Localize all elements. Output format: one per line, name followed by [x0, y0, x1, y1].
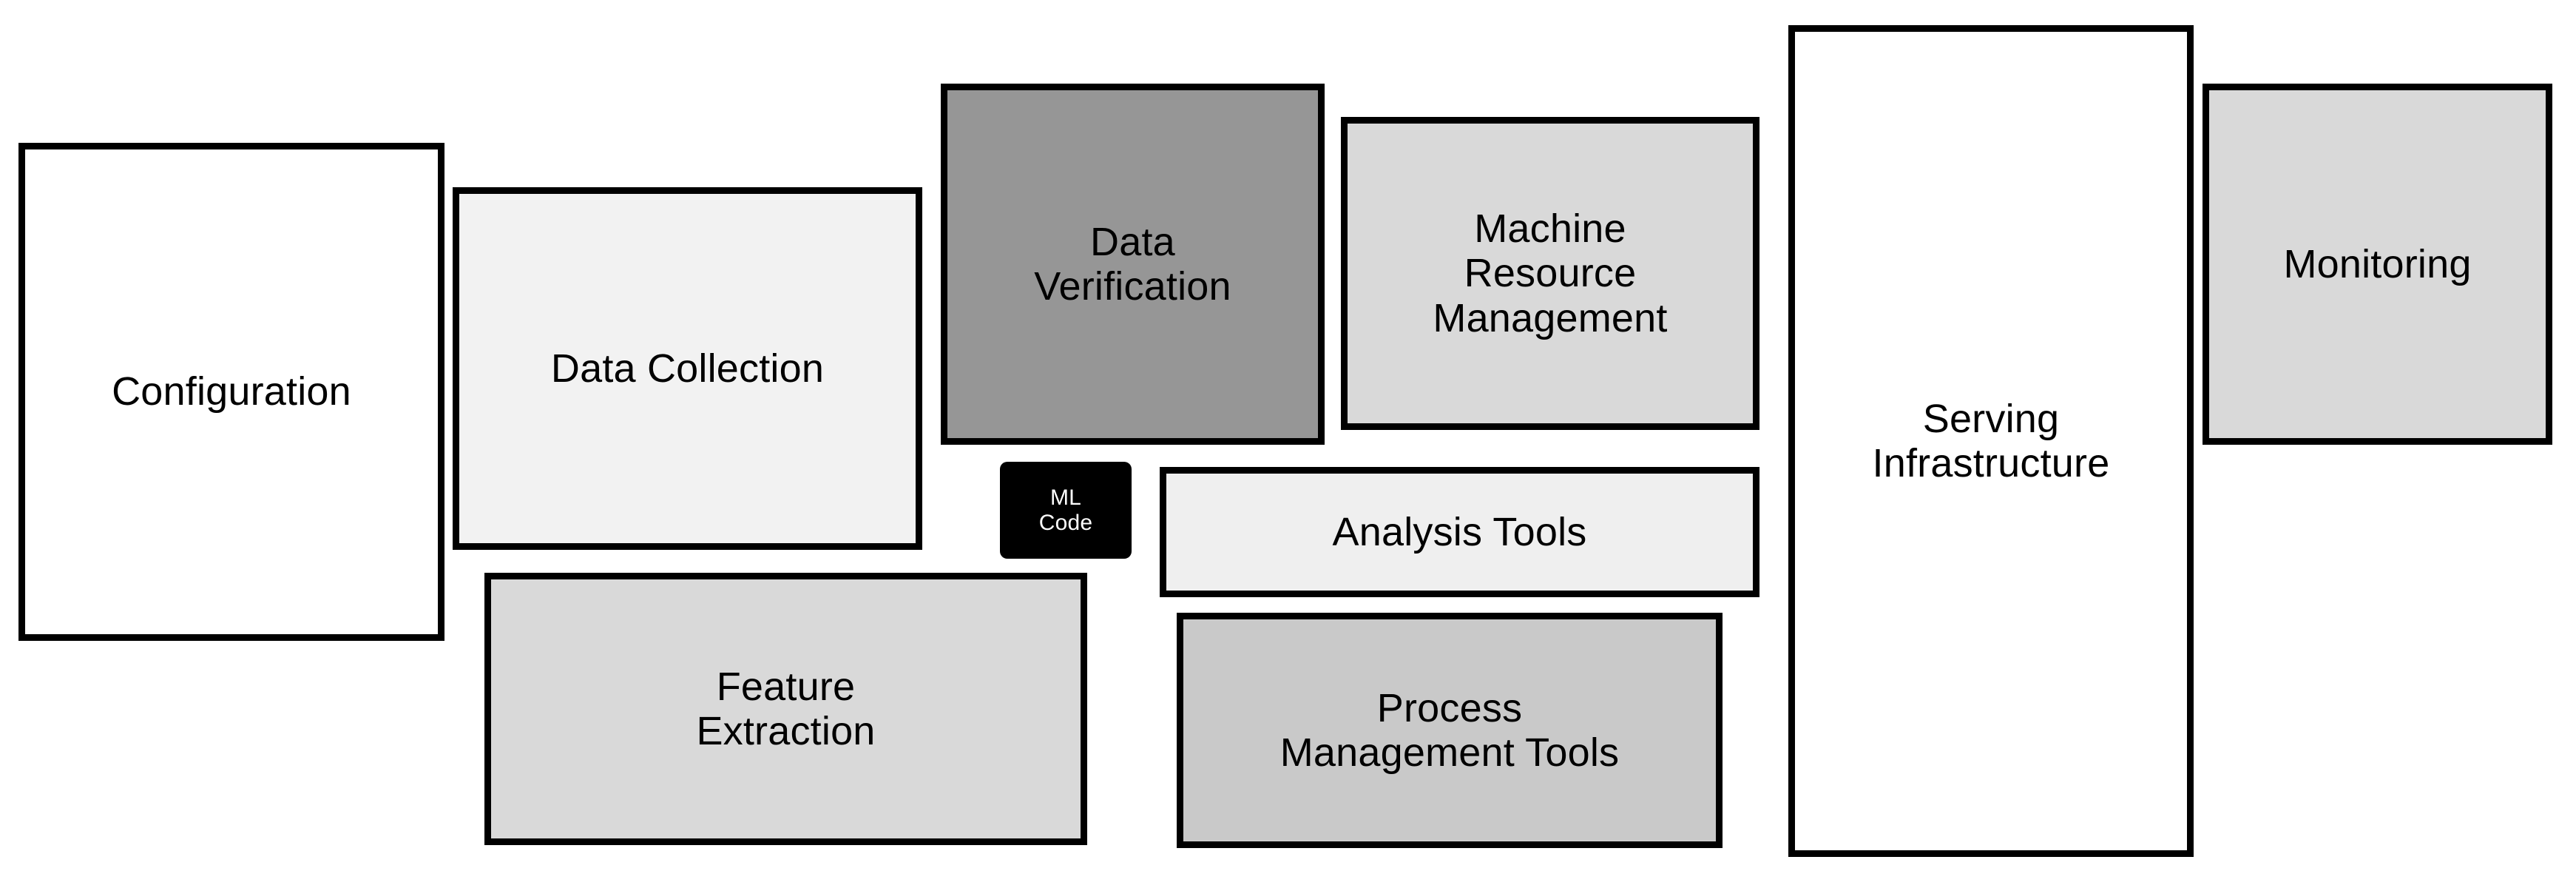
node-configuration[interactable]: Configuration [18, 143, 444, 641]
node-machine-resource-management[interactable]: Machine Resource Management [1341, 117, 1759, 430]
node-data-collection[interactable]: Data Collection [453, 187, 922, 550]
node-feature-extraction[interactable]: Feature Extraction [484, 573, 1087, 845]
node-ml-code[interactable]: ML Code [1000, 462, 1132, 559]
node-monitoring[interactable]: Monitoring [2203, 84, 2552, 445]
node-serving-infrastructure[interactable]: Serving Infrastructure [1788, 25, 2194, 857]
node-process-management-tools[interactable]: Process Management Tools [1177, 613, 1723, 848]
node-analysis-tools[interactable]: Analysis Tools [1160, 467, 1759, 597]
node-data-verification[interactable]: Data Verification [941, 84, 1325, 445]
